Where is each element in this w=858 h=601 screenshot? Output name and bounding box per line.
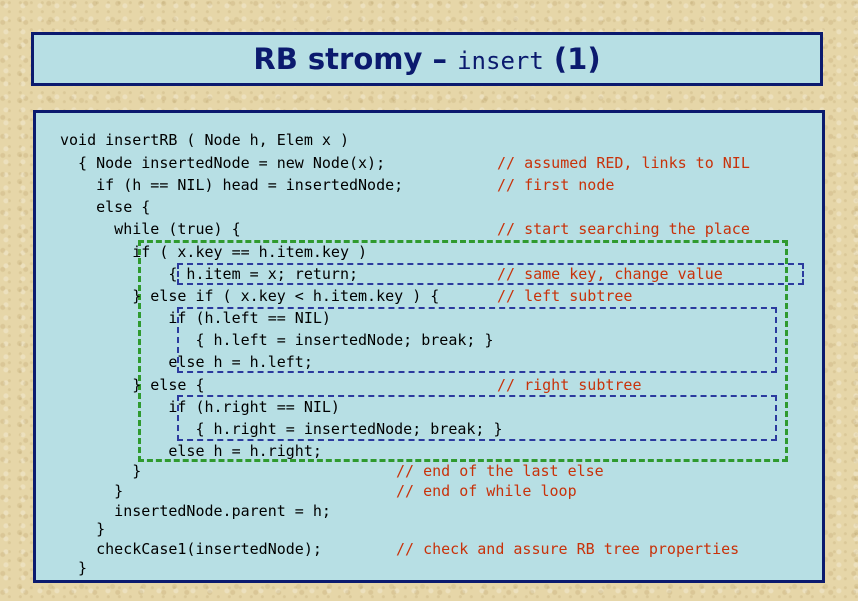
code-line: checkCase1(insertedNode); (60, 540, 322, 558)
code-comment: // end of the last else (396, 462, 604, 480)
code-comment: // start searching the place (497, 220, 750, 238)
left-subtree-highlight (177, 307, 777, 373)
code-comment: // check and assure RB tree properties (396, 540, 740, 558)
slide-title-suffix: (1) (543, 42, 601, 76)
code-comment: // same key, change value (497, 265, 723, 283)
code-line: if ( x.key == h.item.key ) (60, 243, 368, 261)
code-comment: // left subtree (497, 287, 633, 305)
code-comment: // end of while loop (396, 482, 577, 500)
code-line: if (h.left == NIL) (60, 309, 331, 327)
code-line: } else if ( x.key < h.item.key ) { (60, 287, 440, 305)
code-line: } (60, 520, 106, 538)
code-line: } (60, 462, 142, 480)
code-line: void insertRB ( Node h, Elem x ) (60, 131, 349, 149)
code-line: { h.right = insertedNode; break; } (60, 420, 503, 438)
code-line: else { (60, 198, 151, 216)
code-line: { h.item = x; return; (60, 265, 359, 283)
code-comment: // assumed RED, links to NIL (497, 154, 750, 172)
slide-title-main: RB stromy – (253, 42, 458, 76)
code-line: while (true) { (60, 220, 241, 238)
code-panel (33, 110, 825, 583)
code-line: else h = h.right; (60, 442, 322, 460)
search-loop-highlight (138, 240, 788, 462)
code-line: if (h == NIL) head = insertedNode; (60, 176, 404, 194)
slide-title-code: insert (457, 47, 544, 75)
code-line: else h = h.left; (60, 353, 313, 371)
code-line: } else { (60, 376, 205, 394)
code-comment: // right subtree (497, 376, 642, 394)
right-subtree-highlight (177, 395, 777, 441)
same-key-highlight (177, 263, 804, 285)
code-comment: // first node (497, 176, 615, 194)
slide-title-box: RB stromy – insert (1) (31, 32, 823, 86)
code-line: if (h.right == NIL) (60, 398, 340, 416)
code-line: insertedNode.parent = h; (60, 502, 331, 520)
code-line: { Node insertedNode = new Node(x); (60, 154, 386, 172)
slide-title: RB stromy – insert (1) (253, 42, 600, 76)
code-line: } (60, 559, 88, 577)
code-line: } (60, 482, 124, 500)
code-line: { h.left = insertedNode; break; } (60, 331, 494, 349)
